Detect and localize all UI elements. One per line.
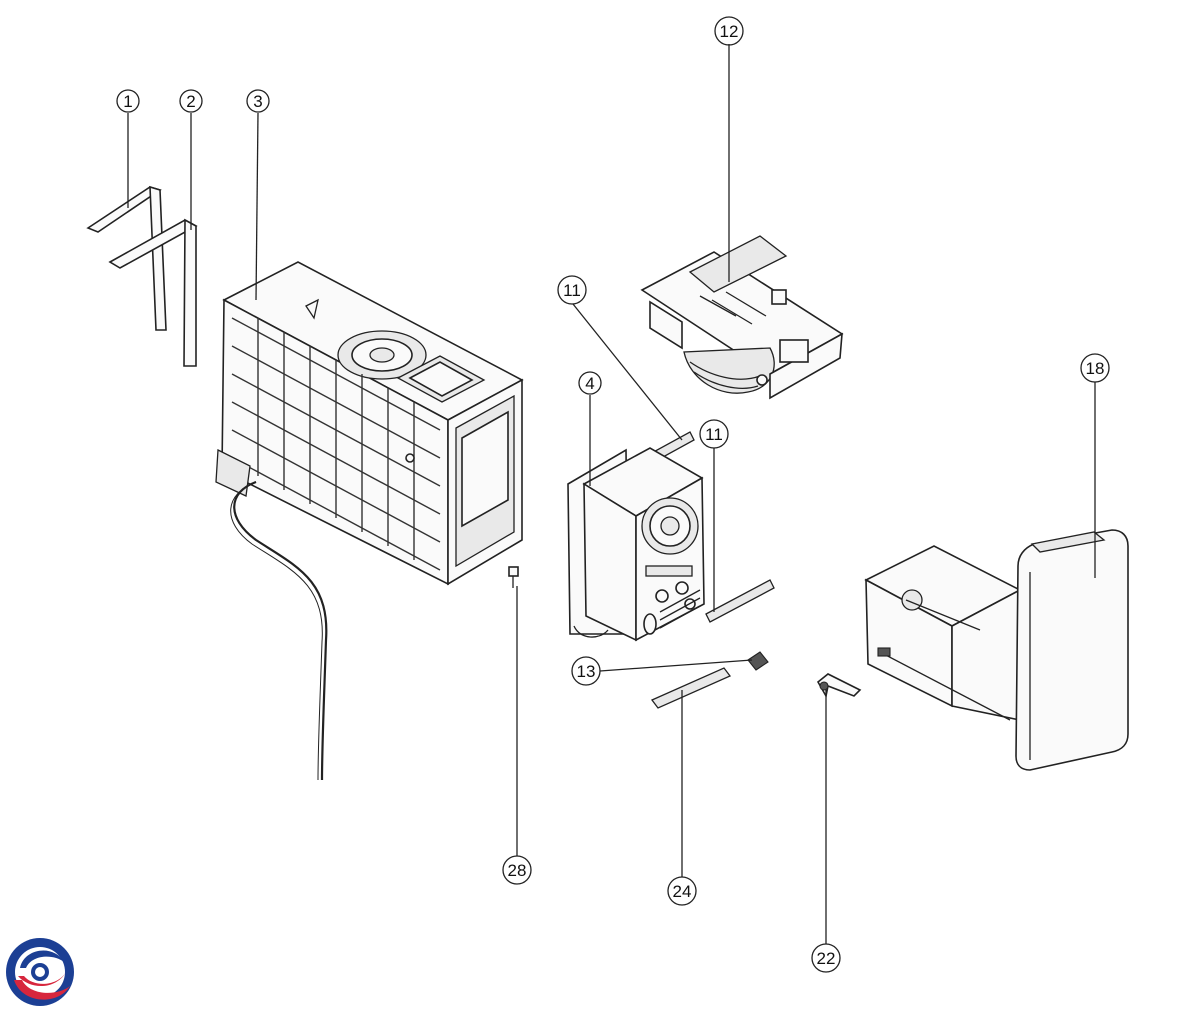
callout-label: 28: [508, 861, 527, 880]
callout-4: 4: [578, 371, 602, 395]
part-11-strip-lower: [705, 579, 775, 623]
callout-label: 3: [253, 92, 262, 111]
callout-label: 18: [1086, 359, 1105, 378]
part-2-l-bracket: [108, 218, 198, 367]
leader-lines: [127, 44, 1096, 944]
part-18-tray-cover: [864, 529, 1129, 771]
callout-28: 28: [502, 855, 532, 885]
callout-label: 11: [705, 425, 723, 444]
part-1-l-bracket: [86, 185, 167, 331]
part-3-main-cabinet: [215, 261, 524, 781]
callout-18: 18: [1080, 353, 1110, 383]
callout-label: 24: [673, 882, 692, 901]
callout-3: 3: [246, 89, 270, 113]
part-22-latch: [816, 673, 862, 699]
callout-label: 1: [123, 92, 132, 111]
callout-label: 22: [817, 949, 836, 968]
callout-label: 13: [577, 662, 596, 681]
callout-13: 13: [571, 656, 601, 686]
brand-swirl-logo: [6, 938, 74, 1006]
callout-2: 2: [179, 89, 203, 113]
callout-24: 24: [667, 876, 697, 906]
callout-22: 22: [811, 943, 841, 973]
callout-label: 11: [563, 281, 581, 300]
callout-label: 2: [186, 92, 195, 111]
part-13-clip: [747, 651, 769, 671]
callout-label: 12: [720, 22, 739, 41]
part-24-pad: [650, 667, 732, 709]
callout-11-upper: 11: [557, 275, 587, 305]
part-4-pump-unit: [567, 447, 705, 642]
part-12-motor-assembly: [640, 235, 844, 400]
callout-12: 12: [714, 16, 744, 46]
part-28-screw: [508, 566, 519, 588]
callout-label: 4: [585, 374, 594, 393]
callout-11-lower: 11: [699, 419, 729, 449]
callout-1: 1: [116, 89, 140, 113]
